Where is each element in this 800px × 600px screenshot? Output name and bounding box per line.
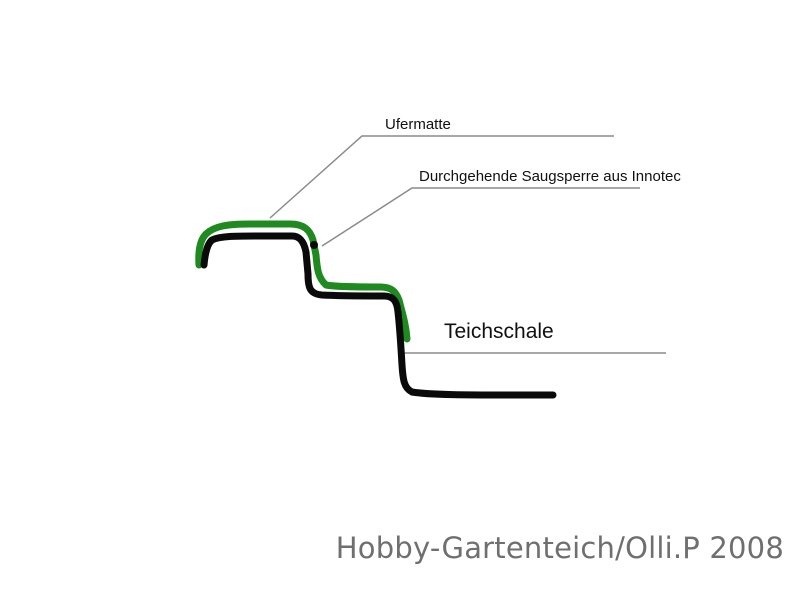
saugsperre-label: Durchgehende Saugsperre aus Innotec: [419, 168, 681, 185]
saugsperre-leader-line: [321, 187, 640, 247]
ufermatte-leader-line: [269, 135, 614, 219]
teichschale-label: Teichschale: [444, 320, 554, 343]
watermark-credit: Hobby-Gartenteich/Olli.P 2008: [335, 531, 784, 565]
saugsperre-junction-mark: [310, 241, 318, 249]
teichschale-line: [200, 232, 557, 399]
ufermatte-label: Ufermatte: [385, 116, 451, 133]
ufermatte-line: [195, 220, 411, 343]
